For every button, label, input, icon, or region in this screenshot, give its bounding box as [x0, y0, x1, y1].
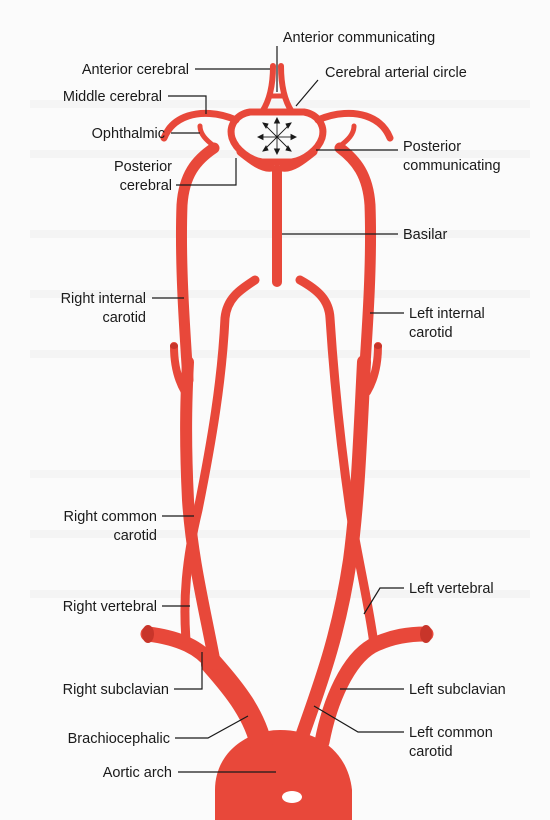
- leader-left-common-carotid: [313, 705, 404, 733]
- label-right-vertebral: Right vertebral: [63, 599, 157, 615]
- anterior-cerebral-artery-right: [259, 63, 276, 115]
- label-right-internal-carotid-line1: Right internal: [61, 291, 146, 307]
- label-aortic-arch: Aortic arch: [103, 765, 172, 781]
- right-vertebral-artery: [180, 275, 260, 645]
- label-right-common-carotid-line2: carotid: [113, 528, 157, 544]
- left-subclavian-cut-end: [420, 625, 432, 643]
- label-anterior-cerebral: Anterior cerebral: [82, 62, 189, 78]
- label-brachiocephalic: Brachiocephalic: [68, 731, 170, 747]
- label-left-vertebral: Left vertebral: [409, 581, 494, 597]
- labels: Anterior communicating Anterior cerebral…: [61, 30, 506, 781]
- leader-brachiocephalic: [175, 715, 249, 739]
- left-common-carotid-artery: [293, 355, 371, 749]
- label-right-internal-carotid-line2: carotid: [102, 310, 146, 326]
- right-internal-carotid-artery: [175, 142, 220, 386]
- leader-middle-cerebral: [168, 95, 207, 114]
- label-right-common-carotid-line1: Right common: [64, 509, 157, 525]
- cerebral-arterial-circle: [227, 108, 327, 166]
- label-cerebral-arterial-circle: Cerebral arterial circle: [325, 65, 467, 81]
- label-basilar: Basilar: [403, 227, 447, 243]
- label-posterior-cerebral-line2: cerebral: [120, 178, 172, 194]
- aortic-arch: [215, 730, 352, 820]
- left-external-carotid-cut: [374, 343, 382, 349]
- left-vertebral-artery: [295, 275, 379, 649]
- left-internal-carotid-artery: [334, 142, 377, 386]
- label-left-common-carotid-line2: carotid: [409, 744, 453, 760]
- leader-lines: [152, 46, 404, 773]
- label-posterior-communicating-line1: Posterior: [403, 139, 461, 155]
- left-subclavian-artery: [314, 626, 434, 750]
- middle-cerebral-artery-left: [314, 109, 394, 142]
- leader-posterior-cerebral: [176, 158, 237, 186]
- right-external-carotid-cut: [170, 343, 178, 349]
- circle-flow-arrows: [256, 116, 298, 156]
- label-ophthalmic: Ophthalmic: [92, 126, 165, 142]
- label-posterior-communicating-line2: communicating: [403, 158, 501, 174]
- artery-tree: [140, 63, 434, 820]
- label-left-internal-carotid-line1: Left internal: [409, 306, 485, 322]
- right-external-carotid-stub: [170, 342, 189, 396]
- anterior-cerebral-artery-left: [278, 63, 295, 115]
- middle-cerebral-artery-right: [160, 109, 240, 142]
- label-posterior-cerebral-line1: Posterior: [114, 159, 172, 175]
- aortic-arch-lumen: [282, 791, 302, 803]
- label-right-subclavian: Right subclavian: [63, 682, 169, 698]
- leader-left-vertebral: [363, 587, 404, 615]
- right-common-carotid-artery: [180, 356, 221, 670]
- ophthalmic-artery-left: [337, 123, 357, 149]
- left-external-carotid-stub: [363, 342, 382, 396]
- label-middle-cerebral: Middle cerebral: [63, 89, 162, 105]
- label-left-subclavian: Left subclavian: [409, 682, 506, 698]
- right-subclavian-cut-end: [142, 625, 154, 643]
- brachiocephalic-artery: [201, 653, 273, 759]
- label-anterior-communicating: Anterior communicating: [283, 30, 435, 46]
- leader-right-subclavian: [174, 652, 203, 690]
- label-left-common-carotid-line1: Left common: [409, 725, 493, 741]
- label-left-internal-carotid-line2: carotid: [409, 325, 453, 341]
- leader-cerebral-arterial-circle: [295, 79, 319, 107]
- ophthalmic-artery-right: [197, 123, 217, 149]
